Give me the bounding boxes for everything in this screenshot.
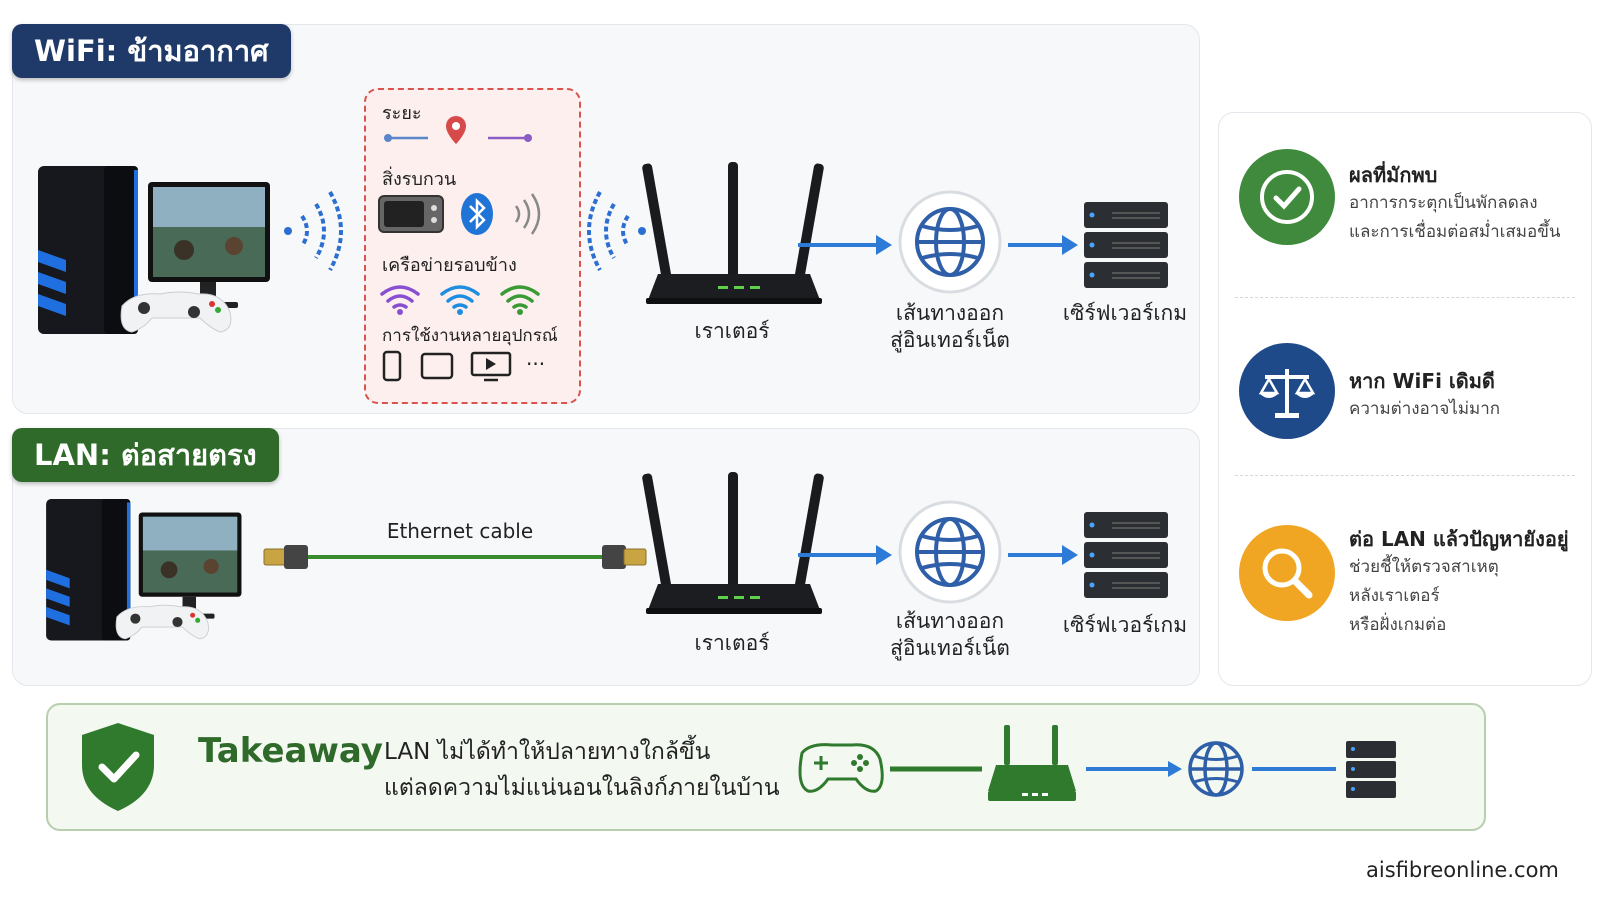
ethernet-cable-label: Ethernet cable: [386, 519, 534, 543]
arrow-icon: [1008, 545, 1078, 565]
arrow-icon: [798, 235, 892, 255]
lan-section-title: LAN: ต่อสายตรง: [12, 428, 279, 482]
signal-waves-icon: [514, 193, 541, 235]
networks-label: เครือข่ายรอบข้าง: [382, 255, 517, 276]
bluetooth-icon: [461, 193, 493, 235]
router-wifi-signal-icon: [587, 191, 646, 271]
balance-scale-icon: [1239, 343, 1335, 439]
takeaway-banner: Takeaway LAN ไม่ได้ทำให้ปลายทางใกล้ขึ้นแ…: [46, 703, 1486, 831]
wifi-section-title: WiFi: ข้ามอากาศ: [12, 24, 291, 78]
takeaway-flow-icons: [798, 725, 1396, 801]
globe-icon: [898, 190, 1002, 294]
wifi-server-label: เซิร์ฟเวอร์เกม: [1062, 301, 1188, 325]
divider: [1235, 475, 1575, 476]
router-icon: [642, 472, 824, 614]
obstacles-label: สิ่งรบกวน: [382, 169, 457, 190]
microwave-icon: [378, 195, 444, 233]
wifi-router-label: เราเตอร์: [694, 319, 770, 343]
devices-label: การใช้งานหลายอุปกรณ์: [382, 326, 558, 346]
arrow-icon: [798, 545, 892, 565]
takeaway-text: LAN ไม่ได้ทำให้ปลายทางใกล้ขึ้นแต่ลดความไ…: [384, 739, 780, 801]
result-2-title: หาก WiFi เดิมดี: [1349, 369, 1495, 393]
game-server-icon: [1084, 202, 1168, 288]
result-1-text: อาการกระตุกเป็นพักลดลงและการเชื่อมต่อสม่…: [1349, 193, 1561, 242]
router-icon: [642, 162, 824, 304]
wifi-signal-icon: [284, 191, 343, 271]
neighbor-wifi-icons: [380, 285, 540, 315]
interference-box: ระยะ สิ่งรบกวน เครือข่ายรอบข้าง การใช้งา…: [364, 88, 581, 404]
more-devices-label: ···: [526, 352, 546, 376]
result-1-title: ผลที่มักพบ: [1349, 163, 1438, 187]
gaming-pc-icon: [38, 166, 270, 334]
result-2-text: ความต่างอาจไม่มาก: [1349, 399, 1501, 419]
globe-icon: [898, 500, 1002, 604]
range-icon: [384, 116, 532, 144]
lan-router-label: เราเตอร์: [694, 631, 770, 655]
divider: [1235, 297, 1575, 298]
wifi-internet-label: เส้นทางออกสู่อินเทอร์เน็ต: [890, 301, 1010, 353]
game-server-icon: [1084, 512, 1168, 598]
source-credit: aisfibreonline.com: [1366, 858, 1559, 882]
results-panel: ผลที่มักพบ อาการกระตุกเป็นพักลดลงและการเ…: [1218, 112, 1592, 686]
result-3-title: ต่อ LAN แล้วปัญหายังอยู่: [1349, 527, 1569, 551]
ethernet-cable-icon: [263, 545, 647, 569]
range-label: ระยะ: [382, 103, 422, 124]
result-3-text: ช่วยชี้ให้ตรวจสาเหตุหลังเราเตอร์หรือฝั่ง…: [1349, 557, 1499, 635]
magnifier-icon: [1239, 525, 1335, 621]
shield-check-icon: [82, 723, 154, 811]
check-circle-icon: [1239, 149, 1335, 245]
arrow-icon: [1008, 235, 1078, 255]
multi-device-icons: [382, 350, 512, 382]
gaming-pc-icon: [46, 499, 242, 641]
lan-server-label: เซิร์ฟเวอร์เกม: [1062, 613, 1188, 637]
takeaway-title: Takeaway: [198, 731, 383, 771]
lan-internet-label: เส้นทางออกสู่อินเทอร์เน็ต: [890, 609, 1010, 661]
